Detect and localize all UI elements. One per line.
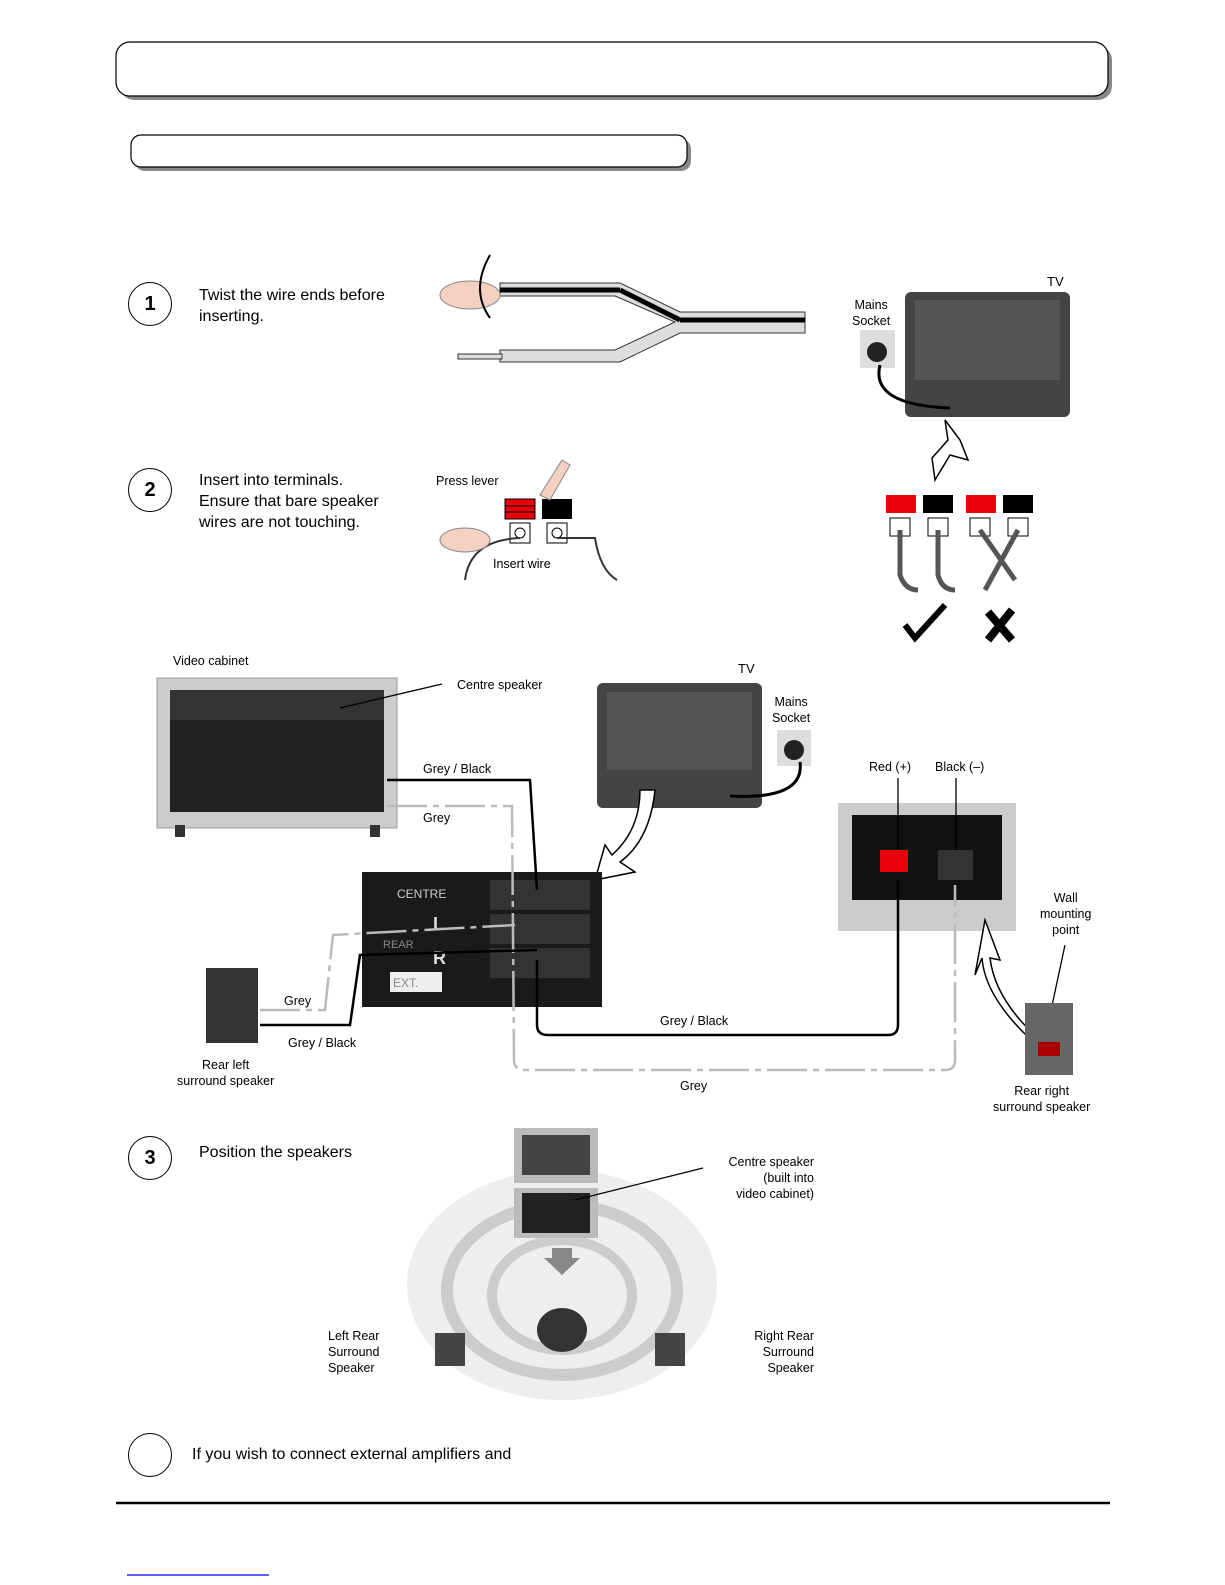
insert-wire-label: Insert wire: [493, 557, 551, 571]
press-lever-label: Press lever: [436, 474, 499, 488]
cable-label-grey-left: Grey: [284, 994, 312, 1008]
step-4-text: If you wish to connect external amplifie…: [192, 1446, 512, 1463]
panel-label-rear: REAR: [383, 939, 414, 951]
tv-rear-image: [860, 292, 1070, 483]
tv-rear-image-2: [593, 683, 811, 881]
tv-label: TV: [1047, 274, 1064, 289]
step-2-number: 2: [128, 468, 172, 512]
video-cabinet-label: Video cabinet: [173, 654, 249, 668]
step-2-line: Insert into terminals.: [199, 472, 344, 489]
speaker-terminal-panel: CENTRE REAR L R EXT.: [362, 872, 602, 1007]
black-minus-label: Black (–): [935, 760, 985, 774]
step-3-text: Position the speakers: [199, 1144, 352, 1161]
tv-label-2: TV: [738, 661, 755, 676]
panel-label-r: R: [433, 948, 446, 968]
step-3-number: 3: [128, 1136, 172, 1180]
red-plus-label: Red (+): [869, 760, 912, 774]
correct-wrong-examples: [886, 495, 1033, 643]
cable-label-grey-black-bottom: Grey / Black: [660, 1014, 729, 1028]
step-4-number: [128, 1433, 172, 1477]
video-cabinet-image: [156, 677, 443, 837]
subheader-bar: [130, 134, 691, 171]
panel-label-centre: CENTRE: [397, 887, 446, 901]
check-mark-icon: [902, 602, 948, 643]
terminal-insert-illustration: [439, 459, 618, 581]
step-1-number: 1: [128, 282, 172, 326]
rear-left-speaker-image: [206, 968, 258, 1043]
step-2-line: wires are not touching.: [199, 514, 360, 531]
step-2-text: Insert into terminals. Ensure that bare …: [199, 470, 379, 533]
centre-speaker-label: Centre speaker: [457, 678, 543, 692]
panel-label-l: L: [433, 914, 444, 934]
cross-mark-icon: [984, 607, 1016, 643]
speaker-position-diagram: [407, 1128, 717, 1400]
cable-label-grey-black-left: Grey / Black: [288, 1036, 357, 1050]
wire-illustration: [439, 254, 806, 363]
wall-terminal-image: [838, 778, 1016, 931]
speaker-cables: [260, 778, 1066, 1072]
header-bar: [115, 41, 1112, 100]
step-1-text: Twist the wire ends before inserting.: [199, 287, 385, 325]
cable-label-grey: Grey: [423, 811, 451, 825]
panel-label-ext: EXT.: [393, 976, 418, 990]
step-2-line: Ensure that bare speaker: [199, 493, 379, 510]
rear-right-speaker-image: [1025, 1003, 1073, 1075]
cable-label-grey-bottom: Grey: [680, 1079, 708, 1093]
cable-label-grey-black: Grey / Black: [423, 762, 492, 776]
